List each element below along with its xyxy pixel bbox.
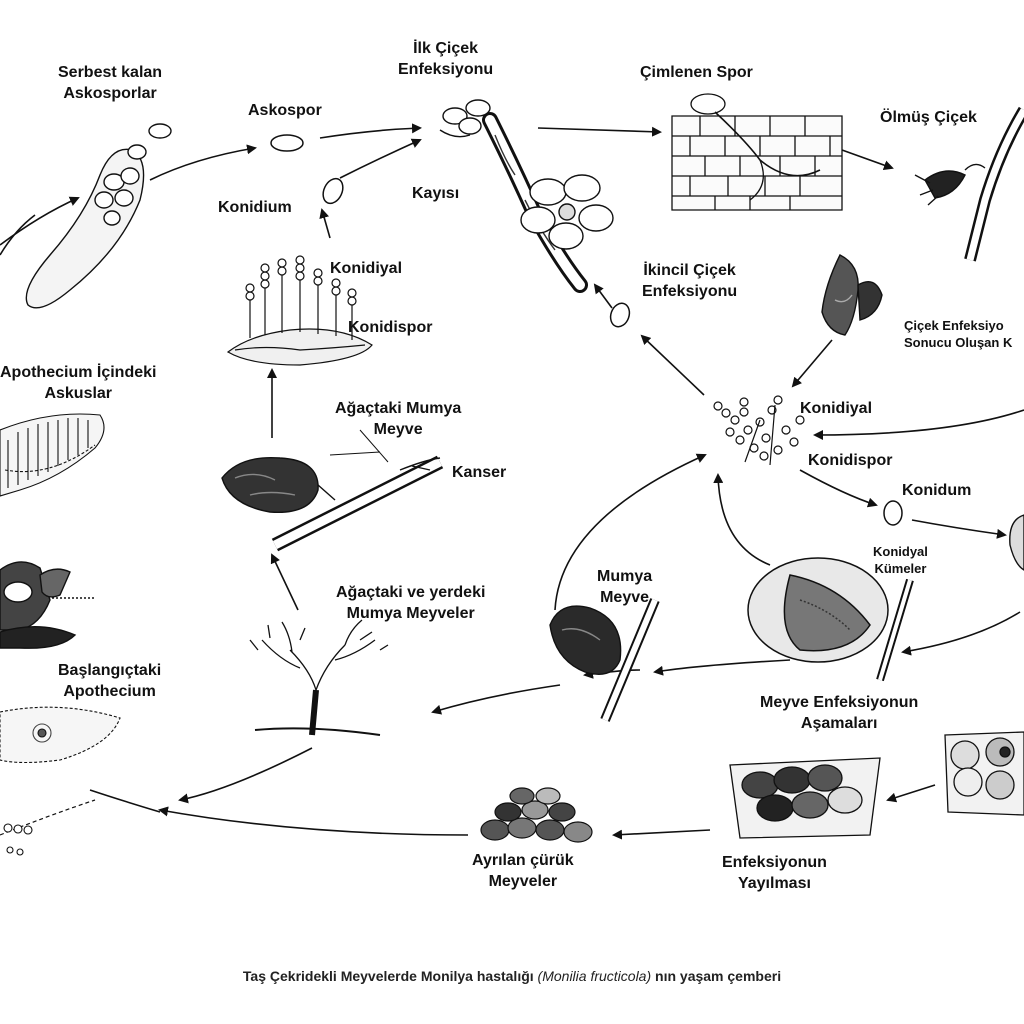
label-apricot: Kayısı	[412, 185, 460, 202]
dead-blossom	[914, 106, 1024, 262]
label-conidial-right: Konidiyal	[800, 400, 873, 417]
mummy-fruit-canker-branch	[221, 429, 444, 552]
apothecium-asci	[0, 413, 105, 497]
label-ascospore: Askospor	[248, 102, 322, 119]
mummy-fruit-branch	[549, 598, 660, 722]
bare-tree	[249, 619, 389, 736]
conidium-top	[322, 177, 344, 205]
infected-fruit-edge	[1009, 514, 1024, 571]
apricot-blossom-branch	[439, 99, 614, 293]
infected-fruit-basket-1	[729, 757, 881, 839]
infected-fruit-basket-2	[944, 731, 1024, 816]
label-germinating-spore: Çimlenen Spor	[640, 64, 753, 81]
arrow-to-edge	[89, 789, 161, 813]
initial-apothecium	[0, 706, 121, 856]
arrow-left-edge	[0, 214, 36, 256]
label-dead-blossom: Ölmüş Çiçek	[880, 109, 977, 126]
ascospore	[270, 134, 304, 152]
discarded-rotten-fruits	[480, 787, 593, 843]
caption-text-end: nın yaşam çemberi	[651, 968, 782, 984]
label-canker: Kanser	[452, 464, 507, 481]
conidiophores-center	[713, 395, 805, 466]
germinating-spore-tissue	[671, 93, 843, 211]
conidium-right	[883, 500, 903, 526]
label-conidiophore-left: Konidispor	[348, 319, 433, 336]
label-conidium-right: Konidum	[902, 482, 972, 499]
label-conidial-left: Konidiyal	[330, 260, 403, 277]
label-conidiophore-right: Konidispor	[808, 452, 893, 469]
conidiophores-left	[226, 255, 373, 366]
infected-fruit-sporodochia	[747, 557, 914, 682]
blighted-blossom	[821, 254, 883, 336]
figure-caption: Taş Çekridekli Meyvelerde Monilya hastal…	[0, 968, 1024, 984]
conidium-secondary	[609, 302, 631, 328]
caption-text: Taş Çekridekli Meyvelerde Monilya hastal…	[242, 968, 538, 984]
dashed-line	[0, 799, 96, 836]
apothecia-cups	[0, 561, 95, 649]
label-conidium-top: Konidium	[218, 199, 292, 216]
ascus-illustration	[25, 123, 172, 309]
caption-species: (Monilia fructicola)	[537, 968, 652, 984]
cycle-arrows	[0, 123, 1024, 840]
